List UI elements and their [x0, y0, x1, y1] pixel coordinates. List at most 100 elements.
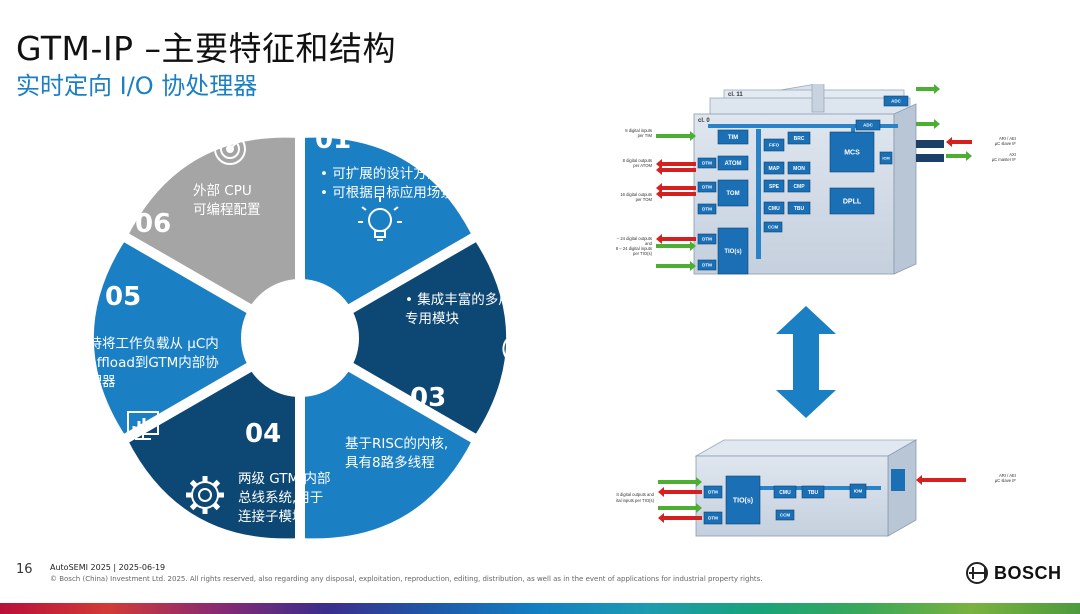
module-label: TIM [728, 135, 738, 141]
diagram-label: 8 digital inputs [625, 128, 652, 133]
logo-text: BOSCH [994, 562, 1062, 583]
signal-arrow [656, 165, 696, 175]
wheel-icons [127, 130, 540, 539]
module-label: DTM [702, 185, 712, 190]
module-block: TIO(s) [717, 227, 749, 275]
diagram-label: per TIM [638, 133, 653, 138]
module-block: MON [787, 161, 811, 175]
segment-text-line: 连接子模块 [238, 508, 306, 525]
segment-text-line: 两级 GTM 内部 [238, 471, 330, 487]
color-stripe [0, 603, 1080, 614]
module-label: ADC [863, 123, 873, 128]
wheel-segment-03 [295, 360, 483, 549]
cluster-label: cl. 0 [698, 118, 710, 124]
segment-number: 01 [315, 125, 351, 155]
segment-text-line: 支持将工作负载从 µC内 [75, 336, 219, 352]
module-label: SPE [769, 184, 780, 190]
bosch-logo: BOSCH [966, 562, 1062, 584]
segment-text-line: 可编程配置 [193, 202, 261, 218]
module-label: TBU [808, 490, 819, 496]
module-label: CMU [779, 490, 791, 496]
module-label: DPLL [843, 198, 862, 205]
diagram-label: ARI / AEI [999, 136, 1016, 141]
module-label: TBU [794, 206, 805, 212]
diagram-label: µC slave IF [995, 478, 1017, 483]
segment-text-line: 基于RISC的内核, [345, 435, 448, 452]
module-block: CCM [775, 509, 795, 521]
module-block: MCS [829, 131, 875, 173]
wheel-center [250, 288, 350, 388]
segment-number: 03 [410, 383, 446, 413]
module-block: CMU [763, 201, 785, 215]
segment-text-line: 核offload到GTM内部协 [75, 355, 219, 371]
signal-arrow [658, 487, 702, 497]
module-label: DTM [702, 237, 712, 242]
signal-arrow [916, 475, 966, 485]
module-label: MCS [844, 149, 860, 156]
signal-arrow [656, 159, 696, 169]
module-label: DTM [702, 263, 712, 268]
module-label: DTM [708, 516, 718, 521]
segment-number: 06 [135, 209, 171, 239]
signal-arrow [656, 261, 696, 271]
module-block: ADC [883, 95, 909, 107]
diagram-label: per ATOM [633, 163, 652, 168]
module-block: ICM [879, 151, 893, 165]
module-block: CMU [773, 485, 797, 499]
signal-arrow [656, 234, 696, 244]
module-label: TOM [726, 191, 739, 197]
wheel-segment-04 [117, 360, 305, 549]
module-label: CCM [768, 225, 778, 230]
module-block: DPLL [829, 187, 875, 215]
module-label: CCM [780, 513, 790, 518]
module-label: ICM [882, 155, 890, 160]
signal-arrow [658, 513, 702, 523]
module-block: TIO(s) [725, 475, 761, 525]
signal-arrow [946, 137, 972, 147]
diagram-label: 8 – 24 digital outputs [616, 236, 652, 241]
module-label: MON [793, 166, 805, 172]
module-label: DTM [702, 207, 712, 212]
diagram-label: per TOM [636, 197, 653, 202]
module-label: BRC [794, 136, 805, 142]
footer-copyright: © Bosch (China) Investment Ltd. 2025. Al… [50, 575, 763, 583]
wheel-segment-02 [341, 230, 517, 446]
segment-text-line: • 集成丰富的多用途 [405, 291, 526, 308]
diagram-label: µC master IF [992, 157, 1017, 162]
segment-number: 05 [105, 282, 141, 312]
segment-text-line: • 可根据目标应用场景定制 [320, 184, 481, 201]
module-label: TIO(s) [733, 497, 753, 504]
module-block: ADC [855, 119, 881, 131]
slide-title: GTM-IP –主要特征和结构 [16, 29, 397, 68]
module-label: MAP [768, 166, 780, 172]
footer-event: AutoSEMI 2025 | 2025-06-19 [50, 563, 166, 572]
module-block: CCM [763, 221, 783, 233]
segment-text-line: 专用模块 [405, 311, 459, 327]
module-block: SPE [763, 179, 785, 193]
module-block: DTM [703, 485, 723, 499]
module-block: DTM [697, 157, 717, 169]
module-block: DTM [703, 511, 723, 525]
briefcase-icon [410, 508, 446, 539]
module-label: DTM [708, 490, 718, 495]
diagram-label: per TIO(s) [633, 251, 653, 256]
diagram-label: 8 – 24 digital outputs and [616, 492, 655, 497]
module-block: MAP [763, 161, 785, 175]
signal-arrow [656, 241, 696, 251]
signal-arrow [658, 477, 702, 487]
segment-number: 02 [480, 230, 516, 260]
module-block: TOM [717, 179, 749, 207]
module-block: DTM [697, 233, 717, 245]
gear-icon [186, 476, 224, 514]
signal-arrow [916, 119, 940, 129]
diagram-label: 8 – 24 digital inputs per TIO(s) [616, 498, 655, 503]
module-block: DTM [697, 259, 717, 271]
page-number: 16 [16, 562, 33, 577]
module-block: IOM [849, 483, 867, 499]
module-label: TIO(s) [724, 249, 741, 255]
diagram-label: 8 digital outputs [623, 158, 652, 163]
